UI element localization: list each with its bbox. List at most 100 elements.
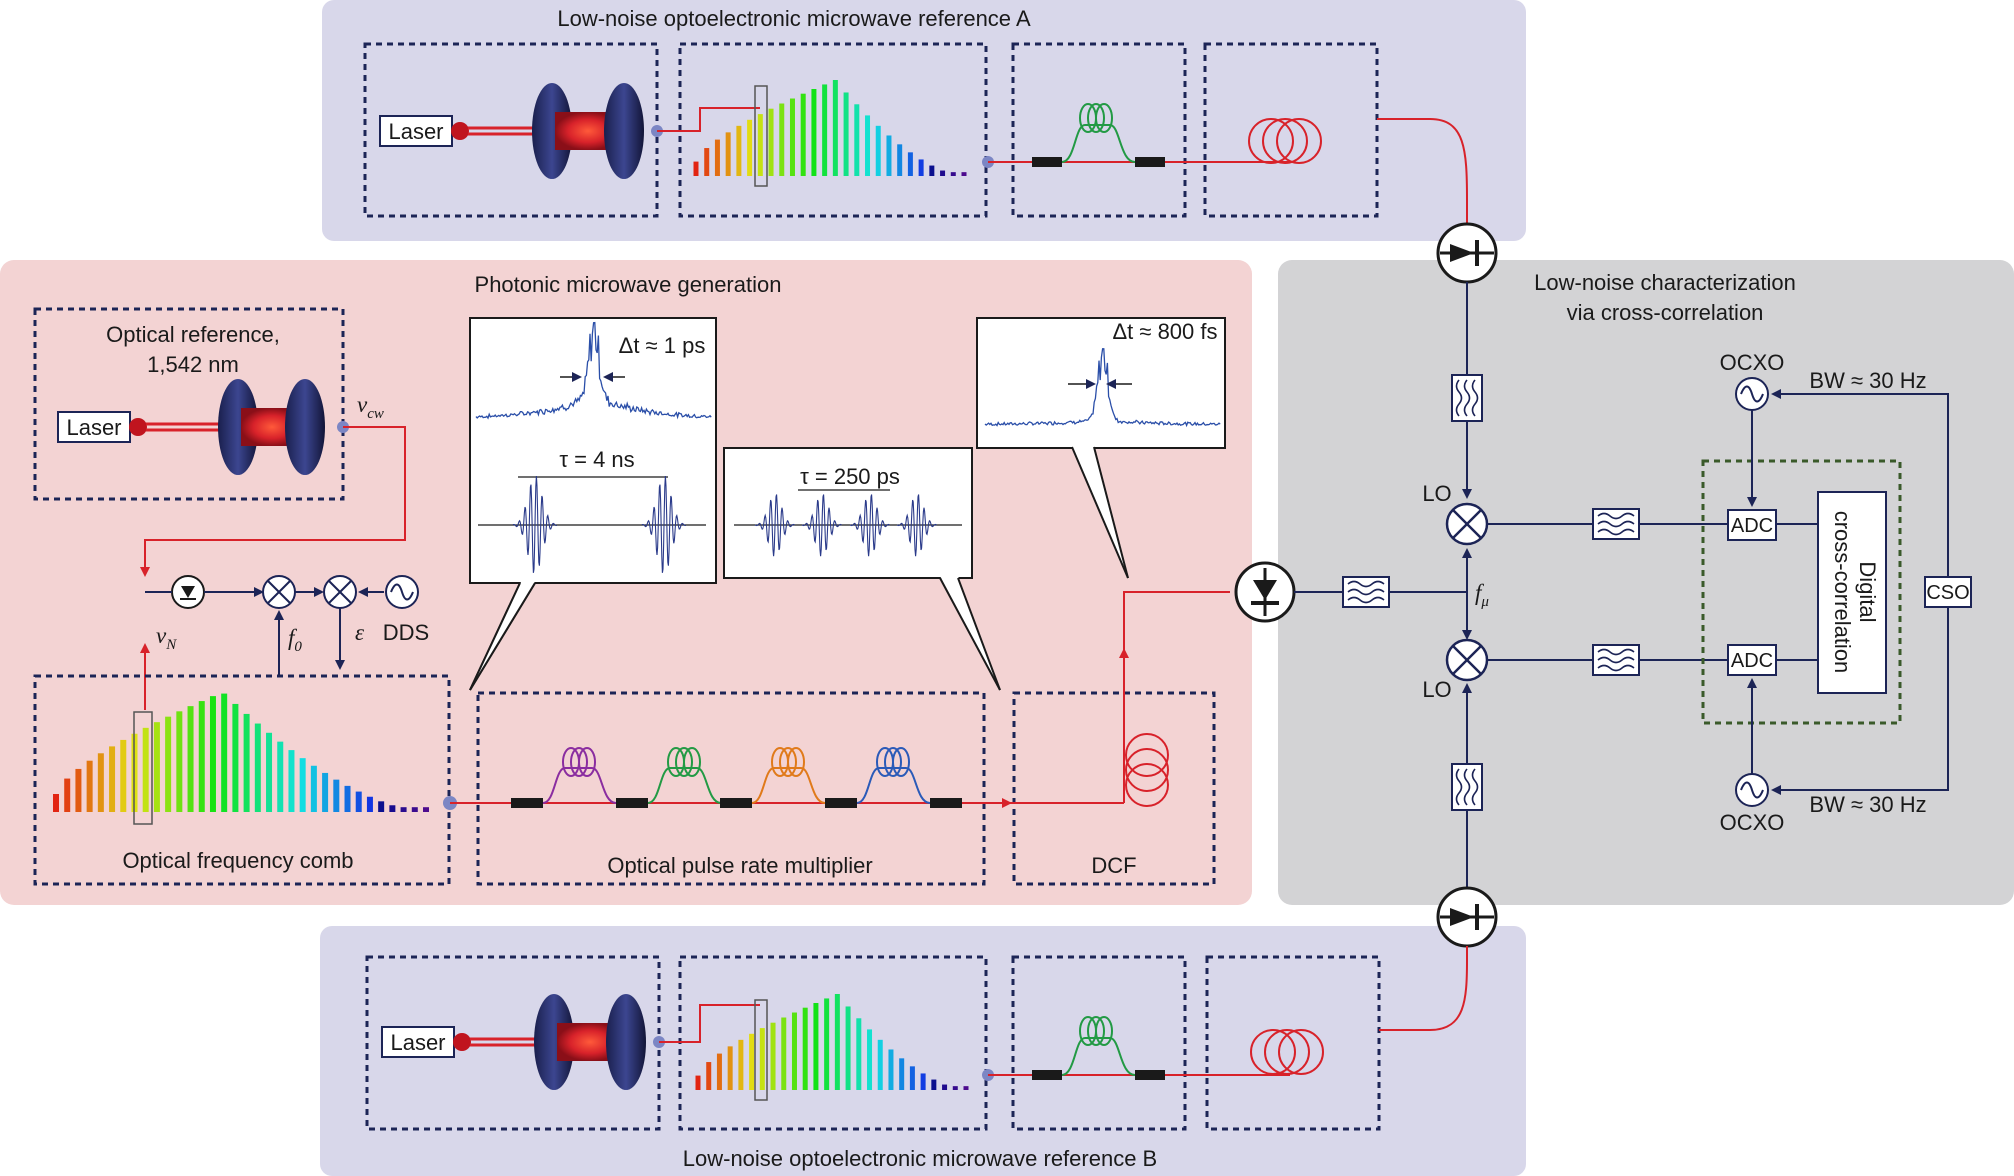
comb-line bbox=[888, 1049, 894, 1090]
comb-line bbox=[736, 125, 742, 176]
comb-line bbox=[344, 785, 351, 812]
comb-line bbox=[865, 115, 871, 176]
dt-1ps-label: Δt ≈ 1 ps bbox=[619, 333, 706, 358]
comb-line bbox=[929, 165, 935, 176]
comb-line bbox=[221, 693, 228, 812]
dds-oscillator-icon bbox=[385, 575, 419, 609]
comb-line bbox=[749, 1033, 755, 1090]
comb-line bbox=[963, 1086, 969, 1090]
comb-line bbox=[725, 132, 731, 176]
comb-line bbox=[918, 159, 924, 176]
laser-label: Laser bbox=[66, 415, 121, 440]
pulse-waveform-line bbox=[849, 494, 890, 557]
epsilon-label: ε bbox=[355, 620, 365, 645]
comb-line bbox=[813, 1003, 819, 1090]
comb-line bbox=[875, 125, 881, 176]
lo-top-label: LO bbox=[1422, 481, 1451, 506]
ocxo-top-label: OCXO bbox=[1720, 350, 1785, 375]
comb-line bbox=[254, 723, 261, 812]
reference-b-panel bbox=[320, 926, 1526, 1176]
f-mu-label: fμ bbox=[1475, 580, 1489, 610]
comb-line bbox=[907, 152, 913, 176]
adc-top-box bbox=[1727, 509, 1777, 541]
comb-line bbox=[704, 148, 710, 176]
comb-line bbox=[727, 1046, 733, 1090]
comb-line bbox=[53, 794, 59, 812]
comb-line bbox=[714, 139, 720, 176]
comb-line bbox=[800, 93, 806, 176]
comb-line bbox=[961, 172, 967, 176]
cross-correlation-label-line2: cross-correlation bbox=[1830, 511, 1855, 674]
comb-line bbox=[366, 796, 373, 812]
comb-line bbox=[845, 1006, 851, 1090]
comb-line bbox=[322, 772, 329, 812]
cso-label: CSO bbox=[1926, 582, 1969, 604]
comb-line bbox=[757, 114, 763, 176]
comb-line bbox=[759, 1028, 765, 1090]
comb-line bbox=[899, 1058, 905, 1090]
cavity-icon bbox=[534, 994, 646, 1090]
comb-line bbox=[843, 92, 849, 176]
multiplier-label: Optical pulse rate multiplier bbox=[607, 853, 872, 878]
comb-line bbox=[747, 119, 753, 176]
comb-line bbox=[176, 711, 183, 812]
reference-b-fiber-box bbox=[1205, 946, 1468, 1131]
comb-line bbox=[781, 1017, 787, 1090]
mixer-top-icon bbox=[1445, 502, 1489, 546]
adc-bottom-box bbox=[1727, 644, 1777, 676]
comb-spectrum bbox=[53, 693, 429, 812]
comb-line bbox=[693, 161, 699, 176]
comb-line bbox=[802, 1007, 808, 1090]
comb-line bbox=[886, 135, 892, 176]
laser-label: Laser bbox=[390, 1030, 445, 1055]
callout-pulse-1ps: Δt ≈ 1 ps τ = 4 ns bbox=[469, 317, 717, 691]
comb-spectrum bbox=[695, 994, 969, 1090]
comb-line bbox=[243, 713, 250, 812]
photodiode-generation-icon bbox=[1234, 561, 1296, 623]
characterization-title-line2: via cross-correlation bbox=[1567, 300, 1764, 325]
laser-label: Laser bbox=[388, 119, 443, 144]
comb-line bbox=[378, 801, 385, 812]
pulse-rate-multiplier-box: Optical pulse rate multiplier bbox=[450, 691, 1012, 886]
pulse-trace-line bbox=[475, 321, 712, 420]
comb-line bbox=[738, 1039, 744, 1090]
comb-line bbox=[952, 1086, 958, 1090]
comb-line bbox=[389, 805, 396, 812]
laser-emission-icon bbox=[453, 1033, 471, 1051]
optical-reference-box: Optical reference, 1,542 nm Laser bbox=[33, 307, 349, 501]
comb-line bbox=[86, 760, 93, 812]
comb-line bbox=[789, 98, 795, 176]
comb-line bbox=[877, 1039, 883, 1090]
callout-pulse-800fs: Δt ≈ 800 fs bbox=[976, 317, 1226, 579]
comb-line bbox=[310, 765, 317, 812]
photodiode-bottom-icon bbox=[1436, 886, 1498, 948]
laser-emission-icon bbox=[451, 122, 469, 140]
reference-b-laser-cavity-box: Laser bbox=[365, 955, 665, 1131]
filter-icon bbox=[1592, 644, 1640, 676]
optical-reference-label-line1: Optical reference, bbox=[106, 322, 280, 347]
comb-line bbox=[411, 807, 418, 812]
adc-top-label: ADC bbox=[1731, 515, 1773, 537]
pulse-waveform-line bbox=[896, 494, 937, 557]
comb-line bbox=[791, 1012, 797, 1090]
mixer-bottom-icon bbox=[1445, 638, 1489, 682]
cross-correlation-label-line1: Digital bbox=[1855, 561, 1880, 622]
comb-line bbox=[64, 778, 71, 812]
comb-spectrum bbox=[693, 80, 967, 176]
comb-line bbox=[288, 750, 295, 812]
comb-line bbox=[232, 703, 239, 812]
bw-bottom-label: BW ≈ 30 Hz bbox=[1809, 792, 1926, 817]
comb-line bbox=[931, 1079, 937, 1090]
lowpass-filter-top-icon bbox=[1451, 374, 1483, 422]
comb-line bbox=[277, 741, 284, 812]
pulse-waveform-line bbox=[512, 475, 557, 573]
comb-line bbox=[109, 746, 116, 812]
comb-line bbox=[706, 1062, 712, 1090]
comb-line bbox=[716, 1053, 722, 1090]
comb-line bbox=[266, 732, 273, 812]
comb-line bbox=[423, 807, 429, 812]
reference-a-fiber-box bbox=[1203, 42, 1468, 230]
tau-250ps-label: τ = 250 ps bbox=[800, 464, 900, 489]
beat-photodiode-icon bbox=[171, 575, 205, 609]
